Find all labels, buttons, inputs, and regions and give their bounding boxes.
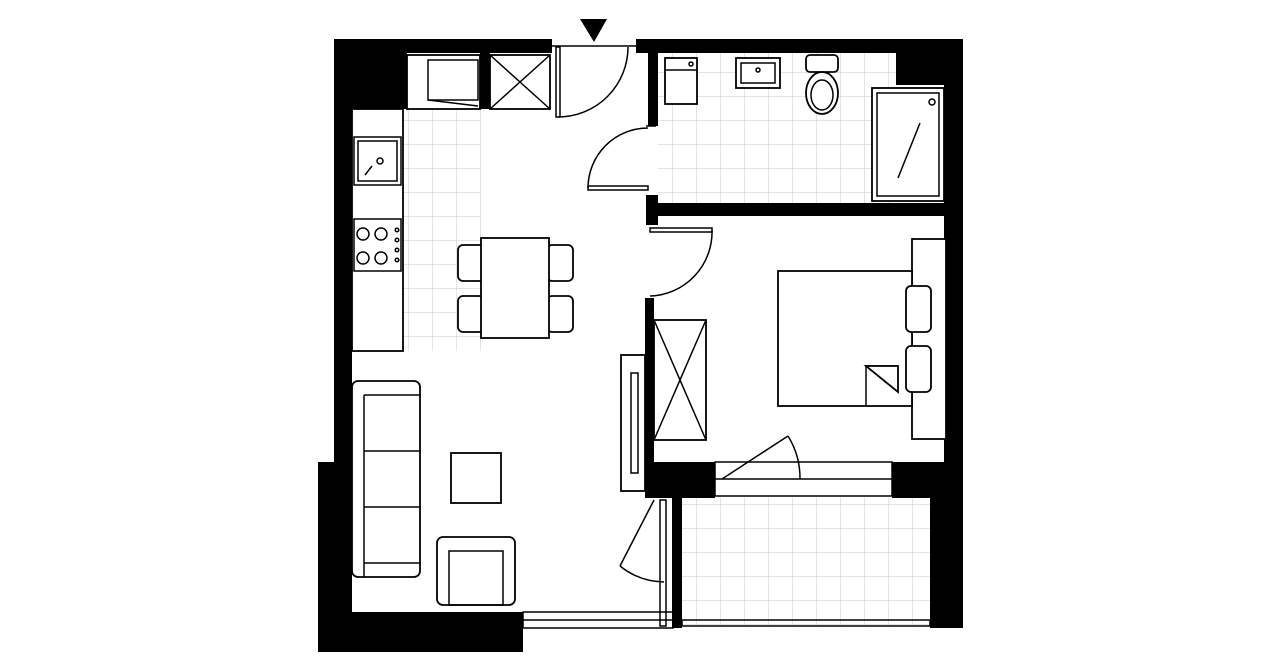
coffee-table: [450, 452, 502, 504]
living-window: [522, 611, 674, 629]
washing-machine: [664, 57, 698, 105]
tv-unit: [620, 354, 646, 492]
bedroom-window[interactable]: [714, 435, 893, 497]
walls: [318, 39, 963, 652]
washbasin: [735, 57, 781, 89]
balcony-floor-tiles: [682, 498, 930, 626]
armchair: [436, 536, 516, 606]
toilet: [805, 54, 839, 115]
dining-table: [457, 237, 574, 339]
double-bed: [777, 238, 947, 440]
balcony-door[interactable]: [619, 499, 667, 627]
sofa: [351, 380, 421, 578]
storage-cabinet: [489, 54, 551, 110]
entrance-door[interactable]: [552, 45, 636, 118]
shower: [871, 87, 945, 202]
fridge: [406, 54, 481, 110]
bathroom-door[interactable]: [587, 125, 656, 191]
kitchen-sink: [353, 136, 402, 186]
entrance-arrow-icon: [580, 19, 607, 42]
balcony-railing: [681, 619, 931, 627]
cooktop: [353, 218, 402, 272]
bedroom-door[interactable]: [649, 227, 713, 297]
wardrobe: [653, 319, 707, 441]
